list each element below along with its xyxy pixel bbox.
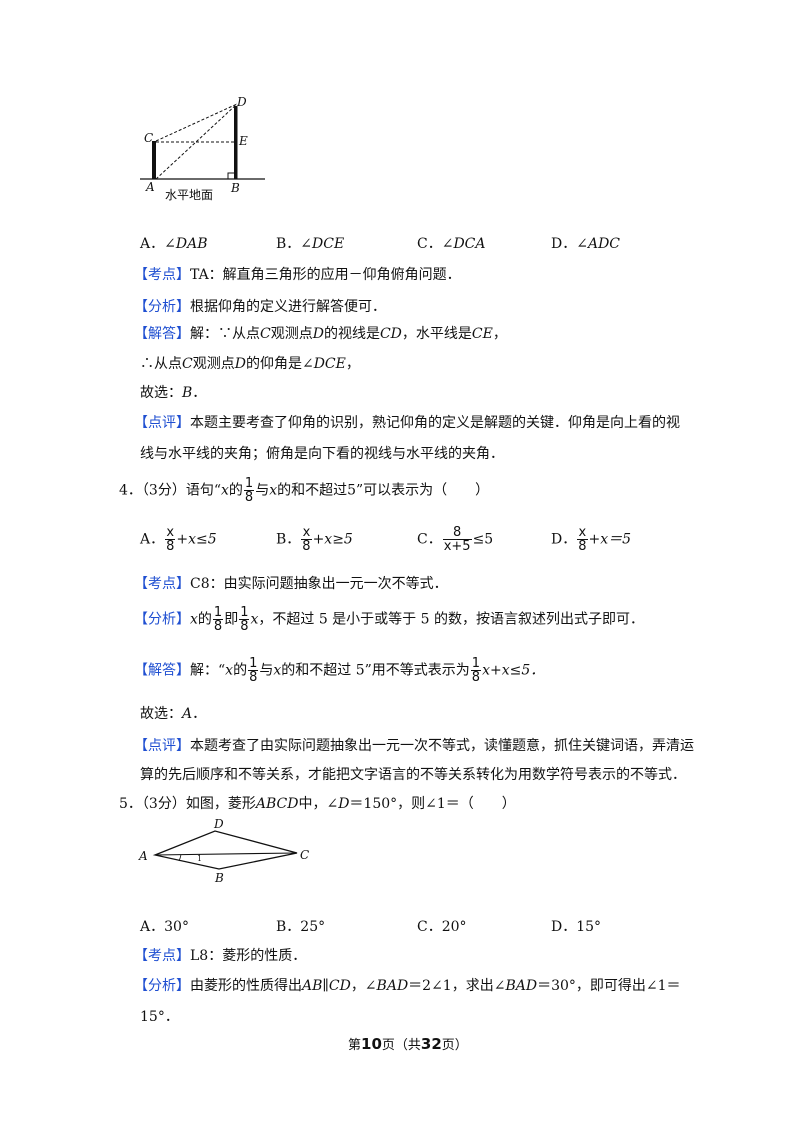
q5-option-a: A．30°: [140, 919, 189, 935]
q4-choose: 故选：A．: [140, 706, 207, 722]
q3-option-b: B．∠DCE: [276, 236, 345, 252]
label-d: D: [213, 817, 224, 831]
label-b: B: [230, 181, 240, 195]
q4-dianping: 【点评】本题考查了由实际问题抽象出一元一次不等式，读懂题意，抓住关键词语，弄清运: [134, 738, 694, 754]
q3-choose: 故选：B．: [140, 385, 207, 401]
label-c: C: [144, 131, 153, 145]
pole-bd: [234, 106, 238, 179]
label-d: D: [236, 95, 247, 109]
page-number: 10: [361, 1035, 382, 1053]
q5-kaodian: 【考点】L8：菱形的性质．: [134, 948, 307, 964]
q4-kaodian: 【考点】C8：由实际问题抽象出一元一次不等式．: [134, 576, 448, 592]
label-b: B: [214, 871, 224, 885]
page-footer: 第10页（共32页）: [348, 1035, 468, 1053]
ground-label: 水平地面: [165, 188, 213, 202]
post-ac: [152, 141, 156, 179]
q5-option-d: D．15°: [551, 919, 602, 935]
right-angle-mark: [227, 172, 234, 179]
q3-option-a: A．∠DAB: [140, 236, 208, 252]
q4-dianping-line2: 算的先后顺序和不等关系，才能把文字语言的不等关系转化为用数学符号表示的不等式．: [140, 767, 686, 783]
q3-option-c: C．∠DCA: [417, 236, 486, 252]
total-pages: 32: [420, 1035, 442, 1053]
angle-one-arc: [178, 854, 182, 862]
sight-cd: [155, 103, 238, 142]
figure-rhombus: A B C D 1: [138, 817, 309, 885]
q3-dianping: 【点评】本题主要考查了仰角的识别，熟记仰角的定义是解题的关键．仰角是向上看的视: [134, 415, 680, 431]
q3-jieda-line2: ∴从点C观测点D的仰角是∠DCE，: [140, 356, 360, 372]
label-c: C: [300, 848, 309, 862]
label-a: A: [138, 849, 148, 863]
figure-elevation: C D E A B 水平地面: [140, 95, 265, 202]
rhombus-abcd: [152, 830, 298, 870]
q5-option-b: B．25°: [276, 919, 326, 935]
label-a: A: [145, 180, 155, 194]
q5-stem: 5．（3分）如图，菱形ABCD中，∠D＝150°，则∠1＝（ ）: [119, 796, 516, 812]
q3-fenxi: 【分析】根据仰角的定义进行解答便可．: [134, 299, 386, 315]
q3-option-d: D．∠ADC: [551, 236, 621, 252]
label-e: E: [238, 134, 248, 148]
q3-dianping-line2: 线与水平线的夹角；俯角是向下看的视线与水平线的夹角．: [140, 446, 504, 462]
q5-fenxi-line2: 15°．: [140, 1009, 179, 1025]
q5-fenxi: 【分析】由菱形的性质得出AB∥CD，∠BAD＝2∠1，求出∠BAD＝30°，即可…: [134, 978, 681, 994]
diagonal-ac: [154, 852, 298, 856]
q3-jieda: 【解答】解：∵从点C观测点D的视线是CD，水平线是CE，: [134, 326, 507, 342]
q3-kaodian: 【考点】TA：解直角三角形的应用－仰角俯角问题．: [134, 267, 461, 283]
q5-option-c: C．20°: [417, 919, 467, 935]
label-angle-1: 1: [197, 854, 202, 863]
